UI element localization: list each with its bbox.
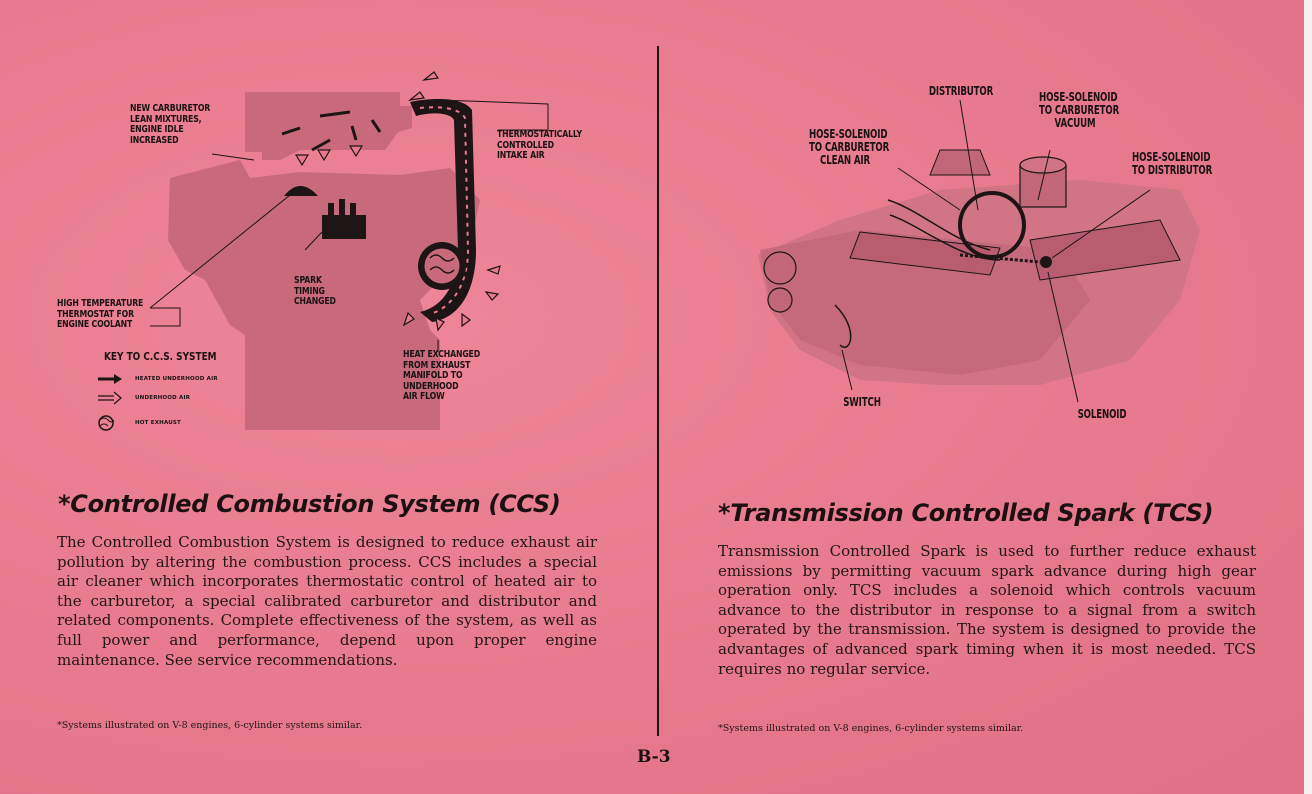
- tcs-engine-diagram: [758, 99, 1200, 403]
- ccs-engine-diagram: [98, 71, 549, 431]
- key-item-hot-exhaust: HOT EXHAUST: [135, 420, 182, 426]
- ccs-footnote: *Systems illustrated on V-8 engines, 6-c…: [57, 720, 363, 731]
- key-item-underhood-air: UNDERHOOD AIR: [135, 395, 191, 401]
- label-hose-solenoid-distributor: HOSE-SOLENOID TO DISTRIBUTOR: [1132, 150, 1213, 177]
- label-hose-solenoid-clean-air: HOSE-SOLENOID TO CARBURETOR CLEAN AIR: [809, 127, 890, 167]
- label-solenoid: SOLENOID: [1077, 407, 1127, 421]
- label-thermostatic-intake: THERMOSTATICALLY CONTROLLED INTAKE AIR: [497, 129, 582, 161]
- label-distributor: DISTRIBUTOR: [928, 84, 994, 98]
- ccs-body: The Controlled Combustion System is desi…: [57, 533, 597, 669]
- page-edge: [1304, 0, 1312, 794]
- key-item-heated-air: HEATED UNDERHOOD AIR: [135, 376, 218, 382]
- page-number: B-3: [637, 747, 671, 767]
- key-title: KEY TO C.C.S. SYSTEM: [104, 351, 217, 363]
- label-new-carburetor: NEW CARBURETOR LEAN MIXTURES, ENGINE IDL…: [130, 103, 211, 146]
- tcs-footnote: *Systems illustrated on V-8 engines, 6-c…: [718, 723, 1024, 734]
- label-high-temperature: HIGH TEMPERATURE THERMOSTAT FOR ENGINE C…: [57, 298, 144, 330]
- tcs-body: Transmission Controlled Spark is used to…: [718, 542, 1256, 678]
- ccs-heading: *Controlled Combustion System (CCS): [58, 490, 561, 518]
- label-hose-solenoid-vacuum: HOSE-SOLENOID TO CARBURETOR VACUUM: [1039, 90, 1120, 130]
- label-spark-timing: SPARK TIMING CHANGED: [294, 275, 336, 307]
- tcs-heading: *Transmission Controlled Spark (TCS): [718, 499, 1214, 527]
- label-switch: SWITCH: [843, 395, 881, 409]
- label-heat-exchanged: HEAT EXCHANGED FROM EXHAUST MANIFOLD TO …: [403, 349, 481, 402]
- column-divider: [657, 46, 659, 736]
